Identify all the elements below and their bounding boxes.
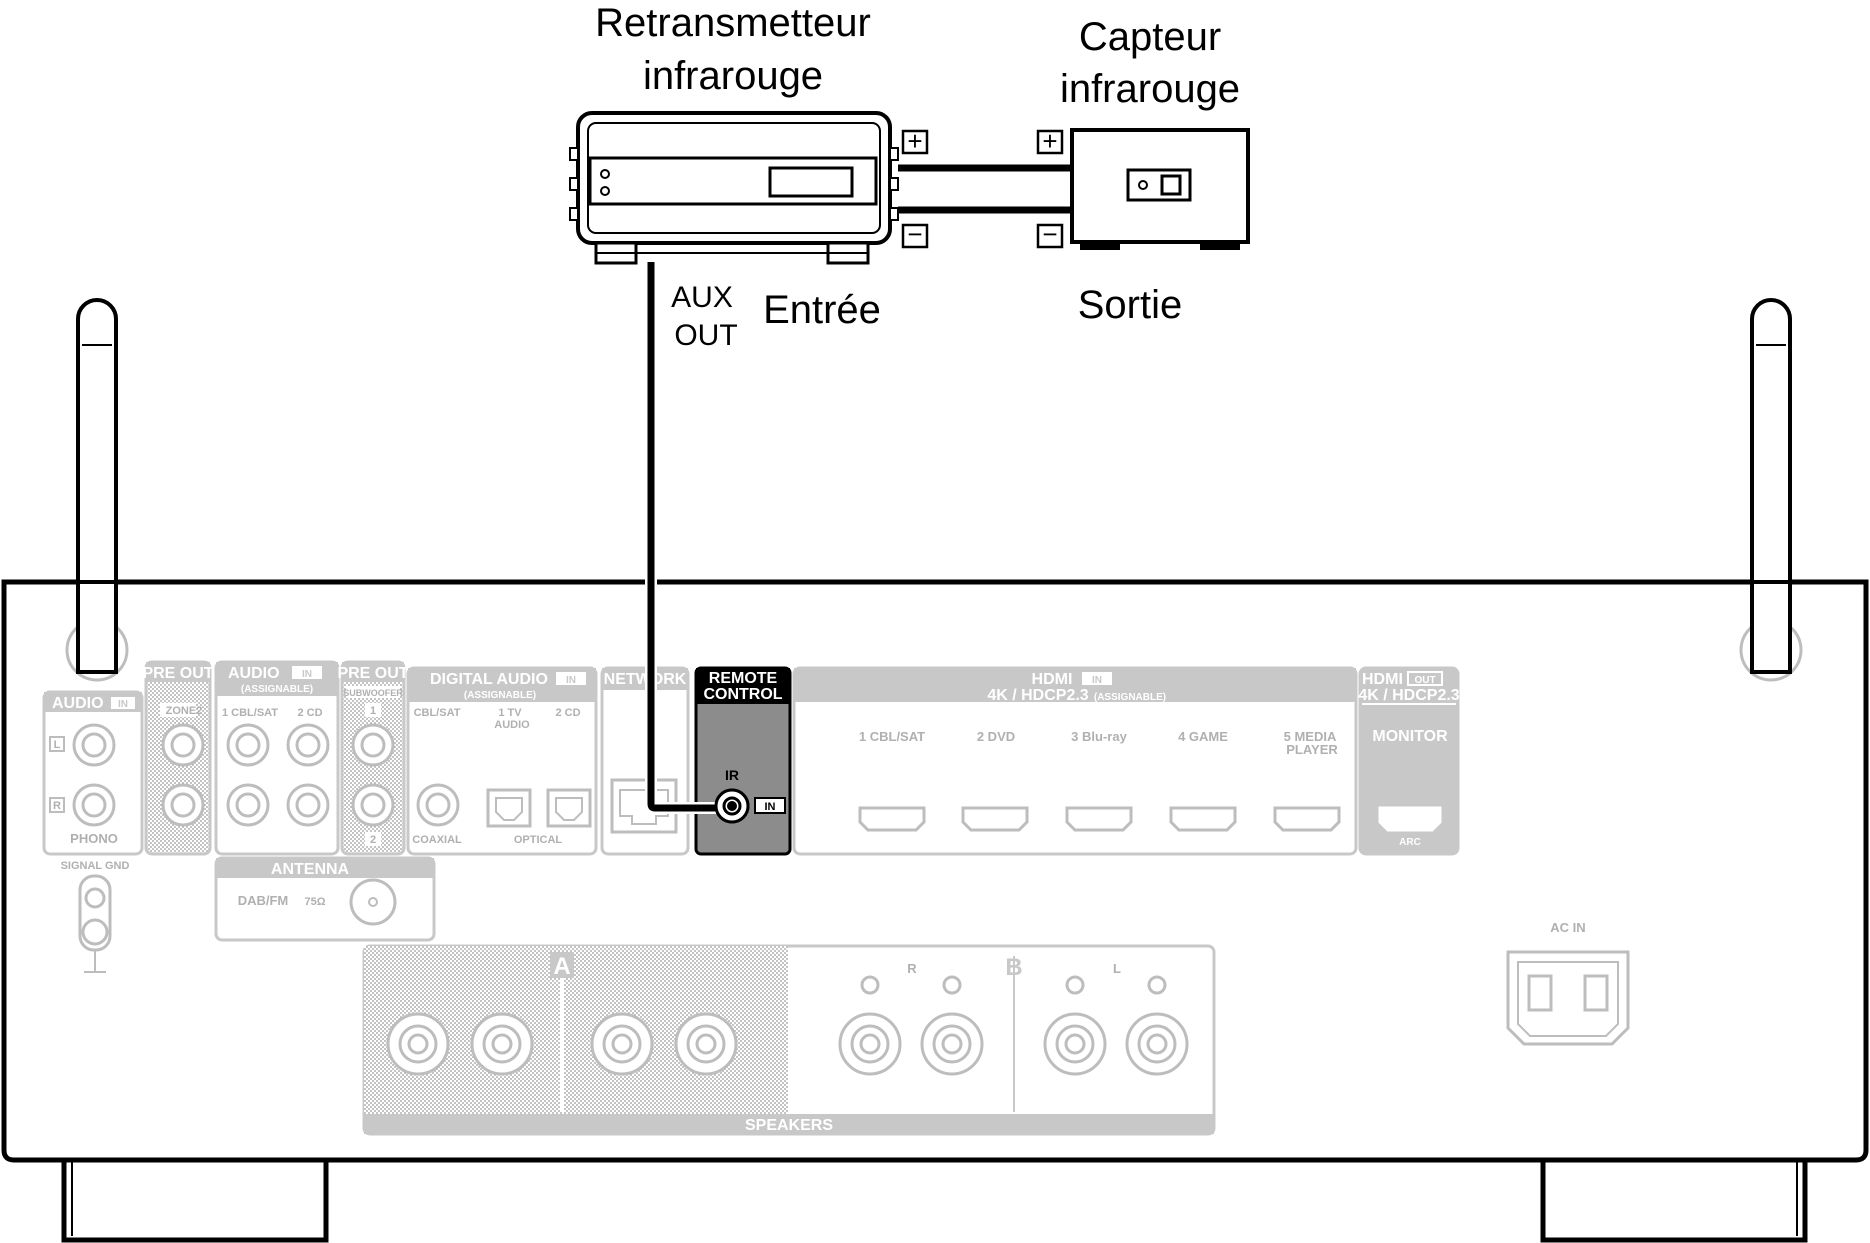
digital-audio-panel: DIGITAL AUDIO IN (ASSIGNABLE) CBL/SAT 1 … (406, 666, 598, 856)
svg-text:DAB/FM: DAB/FM (238, 893, 289, 908)
svg-text:HDMI: HDMI (1362, 671, 1403, 688)
svg-text:IN: IN (302, 669, 312, 680)
remote-control-panel: REMOTE CONTROL IR IN (694, 666, 792, 856)
svg-text:75Ω: 75Ω (304, 896, 325, 908)
svg-text:IN: IN (118, 699, 128, 710)
svg-text:ARC: ARC (1399, 837, 1421, 848)
speakers-panel: SPEAKERS A B R L (362, 944, 1216, 1136)
output-label: Sortie (1078, 283, 1183, 327)
ac-in-socket (1506, 950, 1630, 1046)
svg-text:4K / HDCP2.3: 4K / HDCP2.3 (1358, 687, 1459, 704)
ir-repeater-title-2: infrarouge (643, 54, 823, 98)
svg-text:B: B (1005, 954, 1022, 981)
audio-in-panel: AUDIO IN L R PHONO (42, 690, 144, 856)
ir-sensor-device (1070, 128, 1250, 250)
svg-text:REMOTE: REMOTE (709, 670, 778, 687)
svg-text:L: L (54, 739, 61, 751)
ir-repeater-device (569, 111, 899, 265)
svg-text:2: 2 (370, 834, 376, 846)
svg-text:R: R (53, 800, 61, 812)
ir-sensor-title-2: infrarouge (1060, 67, 1240, 111)
hdmi-in-port-4-label: 4 GAME (1178, 729, 1228, 744)
svg-text:2 CD: 2 CD (297, 707, 322, 719)
svg-text:(ASSIGNABLE): (ASSIGNABLE) (464, 690, 536, 701)
hdmi-in-port-2-label: 2 DVD (977, 729, 1015, 744)
ac-in-label: AC IN (1550, 920, 1585, 935)
svg-text:+: + (907, 126, 922, 156)
aux-out-label-2: OUT (674, 319, 737, 352)
pre-out-subwoofer-panel: PRE OUT SUBWOOFER 1 2 (337, 660, 409, 856)
svg-text:1 CBL/SAT: 1 CBL/SAT (222, 707, 278, 719)
svg-text:IN: IN (765, 801, 776, 813)
plus-terminal-sensor: + (1036, 126, 1064, 156)
hdmi-in-port-1-label: 1 CBL/SAT (859, 729, 925, 744)
svg-text:CONTROL: CONTROL (703, 686, 782, 703)
svg-text:L: L (1113, 961, 1121, 976)
svg-text:1 TV: 1 TV (498, 707, 522, 719)
ir-plug-tip (727, 801, 737, 811)
sensor-cable (898, 164, 1072, 214)
svg-text:CBL/SAT: CBL/SAT (414, 707, 461, 719)
hdmi-in-port-3-label: 3 Blu-ray (1071, 729, 1127, 744)
audio-assignable-panel: AUDIO IN (ASSIGNABLE) 1 CBL/SAT 2 CD (214, 660, 340, 856)
svg-text:AUDIO: AUDIO (52, 695, 104, 712)
ir-sensor-title-1: Capteur (1079, 15, 1221, 59)
svg-text:−: − (1042, 219, 1057, 249)
signal-gnd-label: SIGNAL GND (61, 860, 130, 872)
svg-text:COAXIAL: COAXIAL (412, 834, 462, 846)
minus-terminal-sensor: − (1036, 219, 1064, 249)
svg-text:DIGITAL AUDIO: DIGITAL AUDIO (430, 671, 548, 688)
svg-text:A: A (553, 953, 570, 980)
hdmi-out-panel: HDMI OUT 4K / HDCP2.3 MONITOR ARC (1358, 666, 1460, 856)
svg-text:ANTENNA: ANTENNA (271, 861, 350, 878)
svg-text:IN: IN (1092, 675, 1102, 686)
hdmi-in-port-5-label: 5 MEDIA (1284, 729, 1337, 744)
svg-text:MONITOR: MONITOR (1372, 728, 1448, 745)
svg-text:(ASSIGNABLE): (ASSIGNABLE) (241, 684, 313, 695)
svg-text:ZONE2: ZONE2 (166, 705, 203, 717)
aux-out-label-1: AUX (671, 281, 733, 314)
signal-gnd-terminal (78, 874, 112, 973)
svg-text:OUT: OUT (1414, 675, 1435, 686)
svg-text:HDMI: HDMI (1032, 671, 1073, 688)
svg-text:PRE OUT: PRE OUT (142, 665, 213, 682)
svg-text:4K / HDCP2.3: 4K / HDCP2.3 (987, 687, 1088, 704)
svg-text:OPTICAL: OPTICAL (514, 834, 563, 846)
svg-text:SUBWOOFER: SUBWOOFER (343, 688, 403, 698)
svg-text:R: R (907, 961, 917, 976)
svg-text:PLAYER: PLAYER (1286, 742, 1338, 757)
svg-text:(ASSIGNABLE): (ASSIGNABLE) (1094, 692, 1166, 703)
svg-text:1: 1 (370, 705, 376, 717)
svg-text:−: − (907, 219, 922, 249)
svg-text:PHONO: PHONO (70, 831, 118, 846)
plus-terminal-repeater: + (901, 126, 929, 156)
antenna-panel: ANTENNA DAB/FM 75Ω (214, 856, 436, 942)
ir-cable (645, 262, 716, 814)
input-label: Entrée (763, 288, 881, 332)
hdmi-in-panel: HDMI IN 4K / HDCP2.3 (ASSIGNABLE) 1 CBL/… (792, 666, 1358, 856)
svg-text:AUDIO: AUDIO (228, 665, 280, 682)
minus-terminal-repeater: − (901, 219, 929, 249)
svg-text:2 CD: 2 CD (555, 707, 580, 719)
svg-text:IR: IR (725, 767, 739, 783)
svg-text:SPEAKERS: SPEAKERS (745, 1117, 833, 1134)
svg-text:+: + (1042, 126, 1057, 156)
svg-text:PRE OUT: PRE OUT (337, 665, 408, 682)
ir-repeater-title-1: Retransmetteur (595, 1, 871, 45)
pre-out-zone2-panel: PRE OUT ZONE2 (142, 660, 214, 856)
svg-text:IN: IN (566, 675, 576, 686)
svg-text:AUDIO: AUDIO (494, 719, 530, 731)
